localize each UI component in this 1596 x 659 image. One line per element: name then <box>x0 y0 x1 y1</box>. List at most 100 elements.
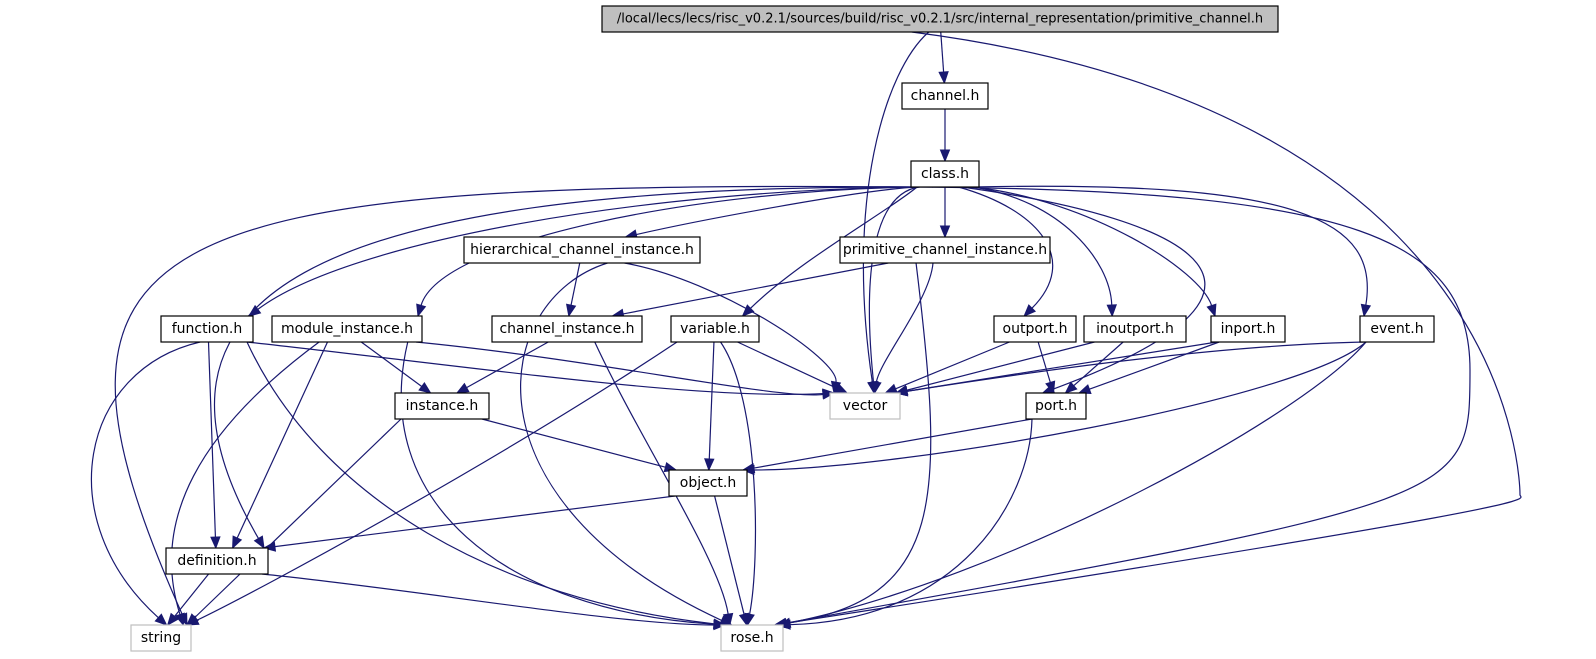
edge-root-to-rose <box>785 31 1522 624</box>
edge-event-to-vector <box>906 341 1367 392</box>
edge-class-to-port <box>961 186 1206 390</box>
arrowhead-module-to-vector <box>821 389 836 400</box>
node-class[interactable]: class.h <box>910 160 980 188</box>
edge-port-to-object <box>753 418 1033 469</box>
edge-function-to-rose <box>246 341 715 625</box>
node-function[interactable]: function.h <box>160 315 254 343</box>
arrowhead-class-to-inport <box>1206 303 1217 318</box>
arrowhead-pci-to-vector <box>871 380 882 395</box>
edge-function-to-definition <box>207 341 217 538</box>
node-box-outport <box>993 315 1077 343</box>
arrowhead-class-to-event <box>1360 303 1372 318</box>
arrowhead-class-to-pci <box>939 225 951 239</box>
edge-port-to-rose <box>789 418 1033 626</box>
node-object[interactable]: object.h <box>668 469 748 497</box>
edge-variable-to-vector <box>737 341 838 389</box>
node-label-channel: channel.h <box>911 88 980 104</box>
node-box-pci <box>839 236 1051 264</box>
node-label-inport: inport.h <box>1221 321 1276 337</box>
node-pci[interactable]: primitive_channel_instance.h <box>839 236 1051 264</box>
node-box-channel <box>901 82 989 110</box>
edge-outport-to-port <box>1037 341 1051 383</box>
node-box-event <box>1359 315 1435 343</box>
arrowhead-outport-to-port <box>1045 380 1056 395</box>
edge-module-to-vector <box>415 341 824 396</box>
node-inoutport[interactable]: inoutport.h <box>1083 315 1187 343</box>
arrowhead-class-to-outport <box>1023 304 1037 317</box>
arrowhead-class-to-definition <box>253 535 265 550</box>
arrowhead-definition-to-rose <box>713 619 727 631</box>
arrowhead-hci-to-chinst <box>565 303 577 318</box>
nodes-layer: /local/lecs/lecs/risc_v0.2.1/sources/bui… <box>130 5 1435 652</box>
edge-outport-to-vector <box>895 341 1010 390</box>
node-instance[interactable]: instance.h <box>394 392 490 420</box>
edge-module-to-string <box>170 341 320 615</box>
node-label-port: port.h <box>1035 398 1077 414</box>
node-module[interactable]: module_instance.h <box>271 315 423 343</box>
node-box-definition <box>165 547 269 575</box>
node-channel[interactable]: channel.h <box>901 82 989 110</box>
node-label-vector: vector <box>843 398 888 414</box>
edge-class-to-inport <box>972 186 1213 306</box>
node-label-rose: rose.h <box>730 630 773 646</box>
node-box-vector <box>829 392 901 420</box>
node-box-variable <box>670 315 760 343</box>
arrowhead-module-to-string <box>174 612 185 627</box>
node-label-event: event.h <box>1370 321 1423 337</box>
edge-class-to-function <box>257 186 918 310</box>
node-label-variable: variable.h <box>680 321 750 337</box>
edge-inport-to-port <box>1089 341 1220 390</box>
node-port[interactable]: port.h <box>1025 392 1087 420</box>
edge-function-to-string <box>90 341 201 619</box>
node-vector: vector <box>829 392 901 420</box>
arrowhead-inoutport-to-port <box>1064 381 1078 394</box>
node-string: string <box>130 624 192 652</box>
edge-class-to-vector <box>868 185 934 383</box>
edge-instance-to-string <box>194 418 402 618</box>
arrowhead-function-to-definition <box>210 536 221 550</box>
arrowhead-object-to-rose <box>738 612 750 627</box>
edge-inoutport-to-vector <box>906 341 1095 391</box>
arrowhead-chinst-to-rose <box>722 612 734 627</box>
edge-module-to-instance <box>360 341 423 387</box>
edge-class-to-event <box>972 185 1368 306</box>
edge-variable-to-string <box>196 341 678 621</box>
node-box-root <box>601 5 1279 33</box>
edges-layer <box>90 31 1522 631</box>
arrowhead-class-to-module <box>416 303 427 318</box>
edge-class-to-rose <box>785 186 1471 624</box>
arrowhead-chinst-to-instance <box>455 382 470 394</box>
arrowhead-object-to-definition <box>262 541 277 552</box>
node-inport[interactable]: inport.h <box>1210 315 1286 343</box>
edge-pci-to-vector <box>875 262 934 383</box>
edge-instance-to-object <box>481 418 666 468</box>
edge-event-to-rose <box>789 341 1367 624</box>
node-label-instance: instance.h <box>406 398 479 414</box>
node-outport[interactable]: outport.h <box>993 315 1077 343</box>
node-box-object <box>668 469 748 497</box>
arrowhead-class-to-variable <box>741 304 755 317</box>
edge-object-to-rose <box>714 495 745 615</box>
arrowhead-definition-to-string <box>166 612 180 627</box>
edge-variable-to-object <box>708 341 715 460</box>
node-label-inoutport: inoutport.h <box>1096 321 1174 337</box>
node-label-string: string <box>141 630 181 646</box>
node-hci[interactable]: hierarchical_channel_instance.h <box>463 236 701 264</box>
edge-function-to-vector <box>246 341 824 396</box>
node-box-string <box>130 624 192 652</box>
node-rose: rose.h <box>720 624 784 652</box>
node-event[interactable]: event.h <box>1359 315 1435 343</box>
edge-root-to-channel <box>940 31 945 73</box>
node-box-function <box>160 315 254 343</box>
node-label-definition: definition.h <box>177 553 256 569</box>
node-root[interactable]: /local/lecs/lecs/risc_v0.2.1/sources/bui… <box>601 5 1279 33</box>
node-chinst[interactable]: channel_instance.h <box>491 315 643 343</box>
node-box-port <box>1025 392 1087 420</box>
node-box-inport <box>1210 315 1286 343</box>
node-box-class <box>910 160 980 188</box>
node-definition[interactable]: definition.h <box>165 547 269 575</box>
arrowhead-outport-to-vector <box>884 383 899 394</box>
node-variable[interactable]: variable.h <box>670 315 760 343</box>
arrowhead-class-to-inoutport <box>1106 304 1117 318</box>
edge-class-to-definition <box>213 186 918 539</box>
